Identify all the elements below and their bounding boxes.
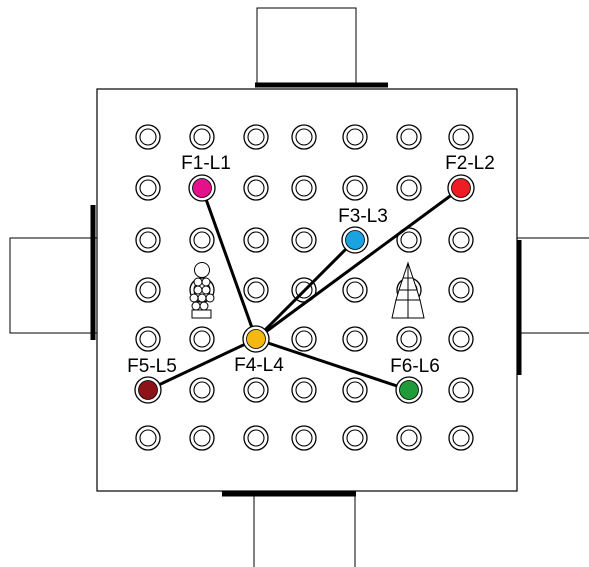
grid-hole <box>396 175 422 201</box>
grid-hole <box>135 326 161 352</box>
grid-hole <box>291 377 317 403</box>
grid-hole <box>291 425 317 451</box>
hub-node <box>242 325 270 353</box>
grid-hole <box>448 377 474 403</box>
grid-hole <box>342 124 368 150</box>
grid-hole <box>396 326 422 352</box>
grid-hole <box>396 425 422 451</box>
f6-l6-label: F6-L6 <box>390 356 440 377</box>
grid-hole <box>135 227 161 253</box>
grid-hole <box>342 326 368 352</box>
grid-hole <box>291 124 317 150</box>
grid-hole <box>135 124 161 150</box>
stepped-pyramid-icon <box>391 261 425 319</box>
hub-label: F4-L4 <box>234 355 284 376</box>
grid-hole <box>189 326 215 352</box>
grid-hole <box>243 425 269 451</box>
grid-hole <box>448 277 474 303</box>
f1-l1-node <box>188 174 216 202</box>
f3-l3-node <box>341 226 369 254</box>
grid-hole <box>243 277 269 303</box>
right-extension-box <box>516 237 589 334</box>
grid-hole <box>243 227 269 253</box>
grid-hole <box>291 227 317 253</box>
grid-hole <box>342 425 368 451</box>
grid-hole <box>342 377 368 403</box>
stacked-balls-icon <box>189 262 215 319</box>
grid-hole <box>291 175 317 201</box>
grid-hole <box>243 377 269 403</box>
f1-l1-label: F1-L1 <box>181 153 231 174</box>
grid-hole <box>448 124 474 150</box>
connection-lines <box>147 186 462 392</box>
grid-hole <box>135 425 161 451</box>
grid-hole <box>448 326 474 352</box>
top-extension-box <box>256 7 357 85</box>
link-hub-to-f2-l2 <box>255 186 462 341</box>
grid-hole <box>342 175 368 201</box>
grid-hole <box>448 227 474 253</box>
grid-hole <box>342 277 368 303</box>
grid-hole <box>448 425 474 451</box>
f2-l2-node <box>447 174 475 202</box>
grid-hole <box>291 326 317 352</box>
bottom-extension-box <box>253 492 356 567</box>
grid-hole <box>189 227 215 253</box>
grid-hole <box>189 124 215 150</box>
left-extension-box <box>9 237 98 334</box>
link-hub-to-f6-l6 <box>255 337 410 392</box>
grid-hole <box>243 175 269 201</box>
link-hub-to-f1-l1 <box>200 187 258 340</box>
grid-hole <box>396 227 422 253</box>
f6-l6-node <box>395 376 423 404</box>
f2-l2-label: F2-L2 <box>445 153 495 174</box>
grid-hole <box>396 124 422 150</box>
f5-l5-label: F5-L5 <box>127 356 177 377</box>
link-hub-to-f3-l3 <box>254 238 357 341</box>
link-hub-to-f5-l5 <box>147 337 257 392</box>
grid-hole <box>243 124 269 150</box>
grid-hole <box>189 425 215 451</box>
f3-l3-label: F3-L3 <box>338 206 388 227</box>
f5-l5-node <box>134 376 162 404</box>
grid-hole <box>189 377 215 403</box>
grid-hole <box>135 277 161 303</box>
grid-hole <box>135 175 161 201</box>
